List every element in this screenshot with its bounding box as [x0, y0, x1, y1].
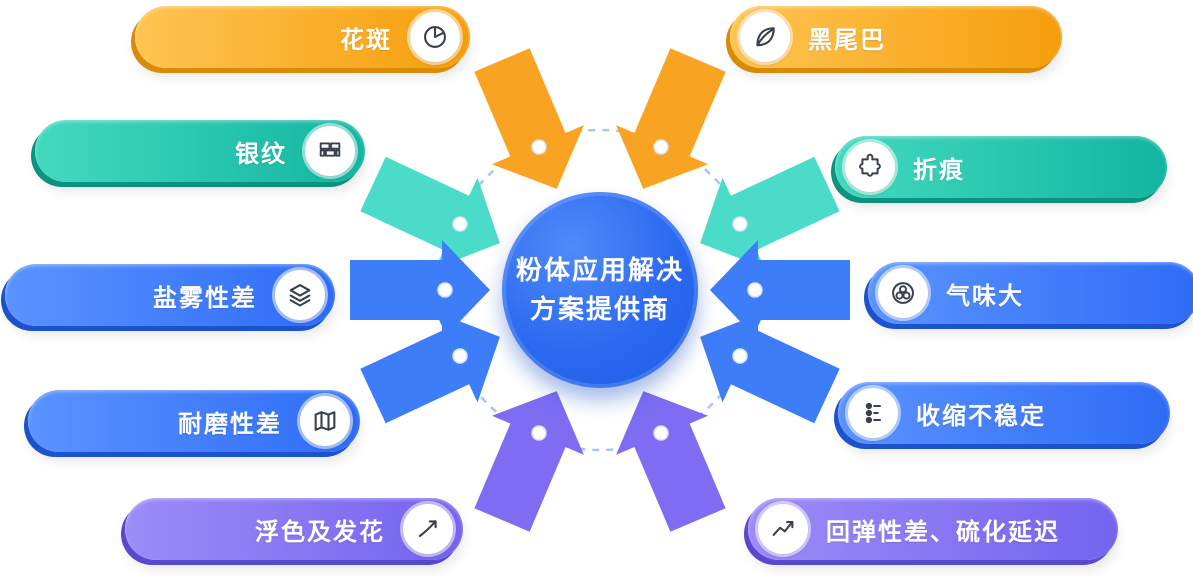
dot-middle-left [437, 282, 453, 298]
node-label: 收缩不稳定 [916, 402, 1046, 430]
dot-lower-right [732, 348, 748, 364]
line-chart-icon [758, 504, 808, 554]
node-shousuo-buwending: 收缩不稳定 [838, 382, 1170, 444]
node-huitanxingcha: 回弹性差、硫化延迟 [748, 498, 1118, 560]
node-heiweiba: 黑尾巴 [730, 6, 1062, 68]
leaf-icon [740, 12, 790, 62]
node-label: 气味大 [946, 282, 1024, 310]
arrow-dots [437, 139, 763, 441]
node-naimoxingcha: 耐磨性差 [28, 390, 360, 452]
dot-middle-right [747, 282, 763, 298]
dot-bottom-right [653, 425, 669, 441]
node-huaban: 花斑 [135, 6, 470, 68]
node-label: 盐雾性差 [153, 284, 257, 312]
pen-chart-icon [403, 504, 453, 554]
dot-top-left [531, 139, 547, 155]
node-label: 耐磨性差 [178, 410, 282, 438]
node-label: 浮色及发花 [255, 518, 385, 546]
layers-icon [275, 270, 325, 320]
node-yinwen: 银纹 [35, 120, 365, 182]
node-label: 折痕 [913, 156, 965, 184]
node-zhehen: 折痕 [835, 136, 1167, 198]
node-qiweida: 气味大 [868, 262, 1193, 324]
dot-lower-left [452, 348, 468, 364]
center-node: 粉体应用解决 方案提供商 [502, 192, 698, 388]
dot-bottom-left [531, 425, 547, 441]
puzzle-icon [845, 142, 895, 192]
dot-upper-right [732, 216, 748, 232]
node-fuseji-fahua: 浮色及发花 [125, 498, 463, 560]
dot-top-right [653, 139, 669, 155]
node-yanwuxingcha: 盐雾性差 [5, 264, 335, 326]
node-label: 银纹 [235, 140, 287, 168]
map-icon [300, 396, 350, 446]
molecule-icon [878, 268, 928, 318]
center-title-line2: 方案提供商 [529, 294, 670, 324]
node-label: 花斑 [340, 26, 392, 54]
dot-upper-left [452, 216, 468, 232]
center-title-line1: 粉体应用解决 [515, 255, 684, 285]
pie-chart-icon [410, 12, 460, 62]
bricks-icon [305, 126, 355, 176]
slider-dots-icon [848, 388, 898, 438]
node-label: 黑尾巴 [808, 26, 886, 54]
node-label: 回弹性差、硫化延迟 [826, 518, 1060, 546]
